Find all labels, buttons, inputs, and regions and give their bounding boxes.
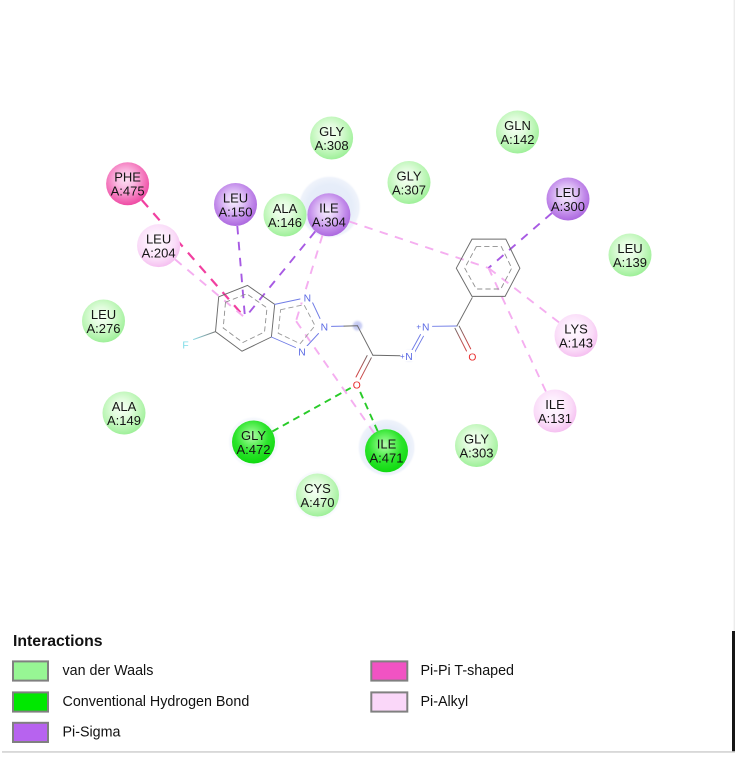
svg-text:Pi-Sigma: Pi-Sigma xyxy=(63,724,121,740)
svg-text:LEU: LEU xyxy=(555,185,580,200)
svg-text:A:204: A:204 xyxy=(142,245,176,260)
svg-text:LYS: LYS xyxy=(564,321,588,336)
svg-text:GLN: GLN xyxy=(504,118,531,133)
svg-text:A:150: A:150 xyxy=(219,204,253,219)
svg-text:A:142: A:142 xyxy=(501,132,535,147)
svg-text:A:304: A:304 xyxy=(312,215,346,230)
svg-text:A:276: A:276 xyxy=(87,321,121,336)
svg-text:N: N xyxy=(304,293,311,304)
svg-text:A:308: A:308 xyxy=(315,138,349,153)
svg-text:A:146: A:146 xyxy=(268,215,302,230)
svg-text:N: N xyxy=(321,323,328,334)
svg-text:A:300: A:300 xyxy=(551,199,585,214)
svg-text:F: F xyxy=(182,341,188,352)
svg-text:A:472: A:472 xyxy=(237,442,271,457)
svg-text:Pi-Alkyl: Pi-Alkyl xyxy=(421,694,469,710)
svg-text:N: N xyxy=(405,352,412,363)
svg-text:Interactions: Interactions xyxy=(13,633,103,650)
svg-text:Pi-Pi T-shaped: Pi-Pi T-shaped xyxy=(421,663,515,679)
svg-text:A:470: A:470 xyxy=(301,495,335,510)
svg-text:LEU: LEU xyxy=(146,231,171,246)
svg-text:LEU: LEU xyxy=(223,190,248,205)
svg-text:A:303: A:303 xyxy=(460,445,494,460)
svg-text:A:471: A:471 xyxy=(370,451,404,466)
svg-text:ALA: ALA xyxy=(273,201,298,216)
svg-text:ILE: ILE xyxy=(377,437,397,452)
svg-text:ILE: ILE xyxy=(319,201,339,216)
svg-text:N: N xyxy=(422,322,429,333)
svg-text:GLY: GLY xyxy=(241,428,266,443)
svg-text:GLY: GLY xyxy=(396,168,421,183)
svg-text:PHE: PHE xyxy=(114,170,141,185)
svg-text:Conventional Hydrogen Bond: Conventional Hydrogen Bond xyxy=(63,694,250,710)
svg-text:+: + xyxy=(416,322,421,331)
svg-text:GLY: GLY xyxy=(464,431,489,446)
svg-text:A:475: A:475 xyxy=(111,184,145,199)
svg-text:GLY: GLY xyxy=(319,124,344,139)
svg-text:A:149: A:149 xyxy=(107,413,141,428)
svg-text:CYS: CYS xyxy=(304,481,331,496)
svg-text:A:307: A:307 xyxy=(392,182,426,197)
svg-text:+: + xyxy=(400,352,405,361)
svg-text:van der Waals: van der Waals xyxy=(63,663,154,679)
svg-text:ALA: ALA xyxy=(112,399,137,414)
svg-text:A:131: A:131 xyxy=(538,411,572,426)
svg-text:LEU: LEU xyxy=(91,307,116,322)
svg-text:A:139: A:139 xyxy=(613,255,647,270)
svg-text:LEU: LEU xyxy=(617,241,642,256)
svg-text:O: O xyxy=(353,381,361,392)
svg-text:O: O xyxy=(468,352,476,363)
svg-text:A:143: A:143 xyxy=(559,335,593,350)
svg-text:N: N xyxy=(298,348,305,359)
svg-text:ILE: ILE xyxy=(545,397,565,412)
